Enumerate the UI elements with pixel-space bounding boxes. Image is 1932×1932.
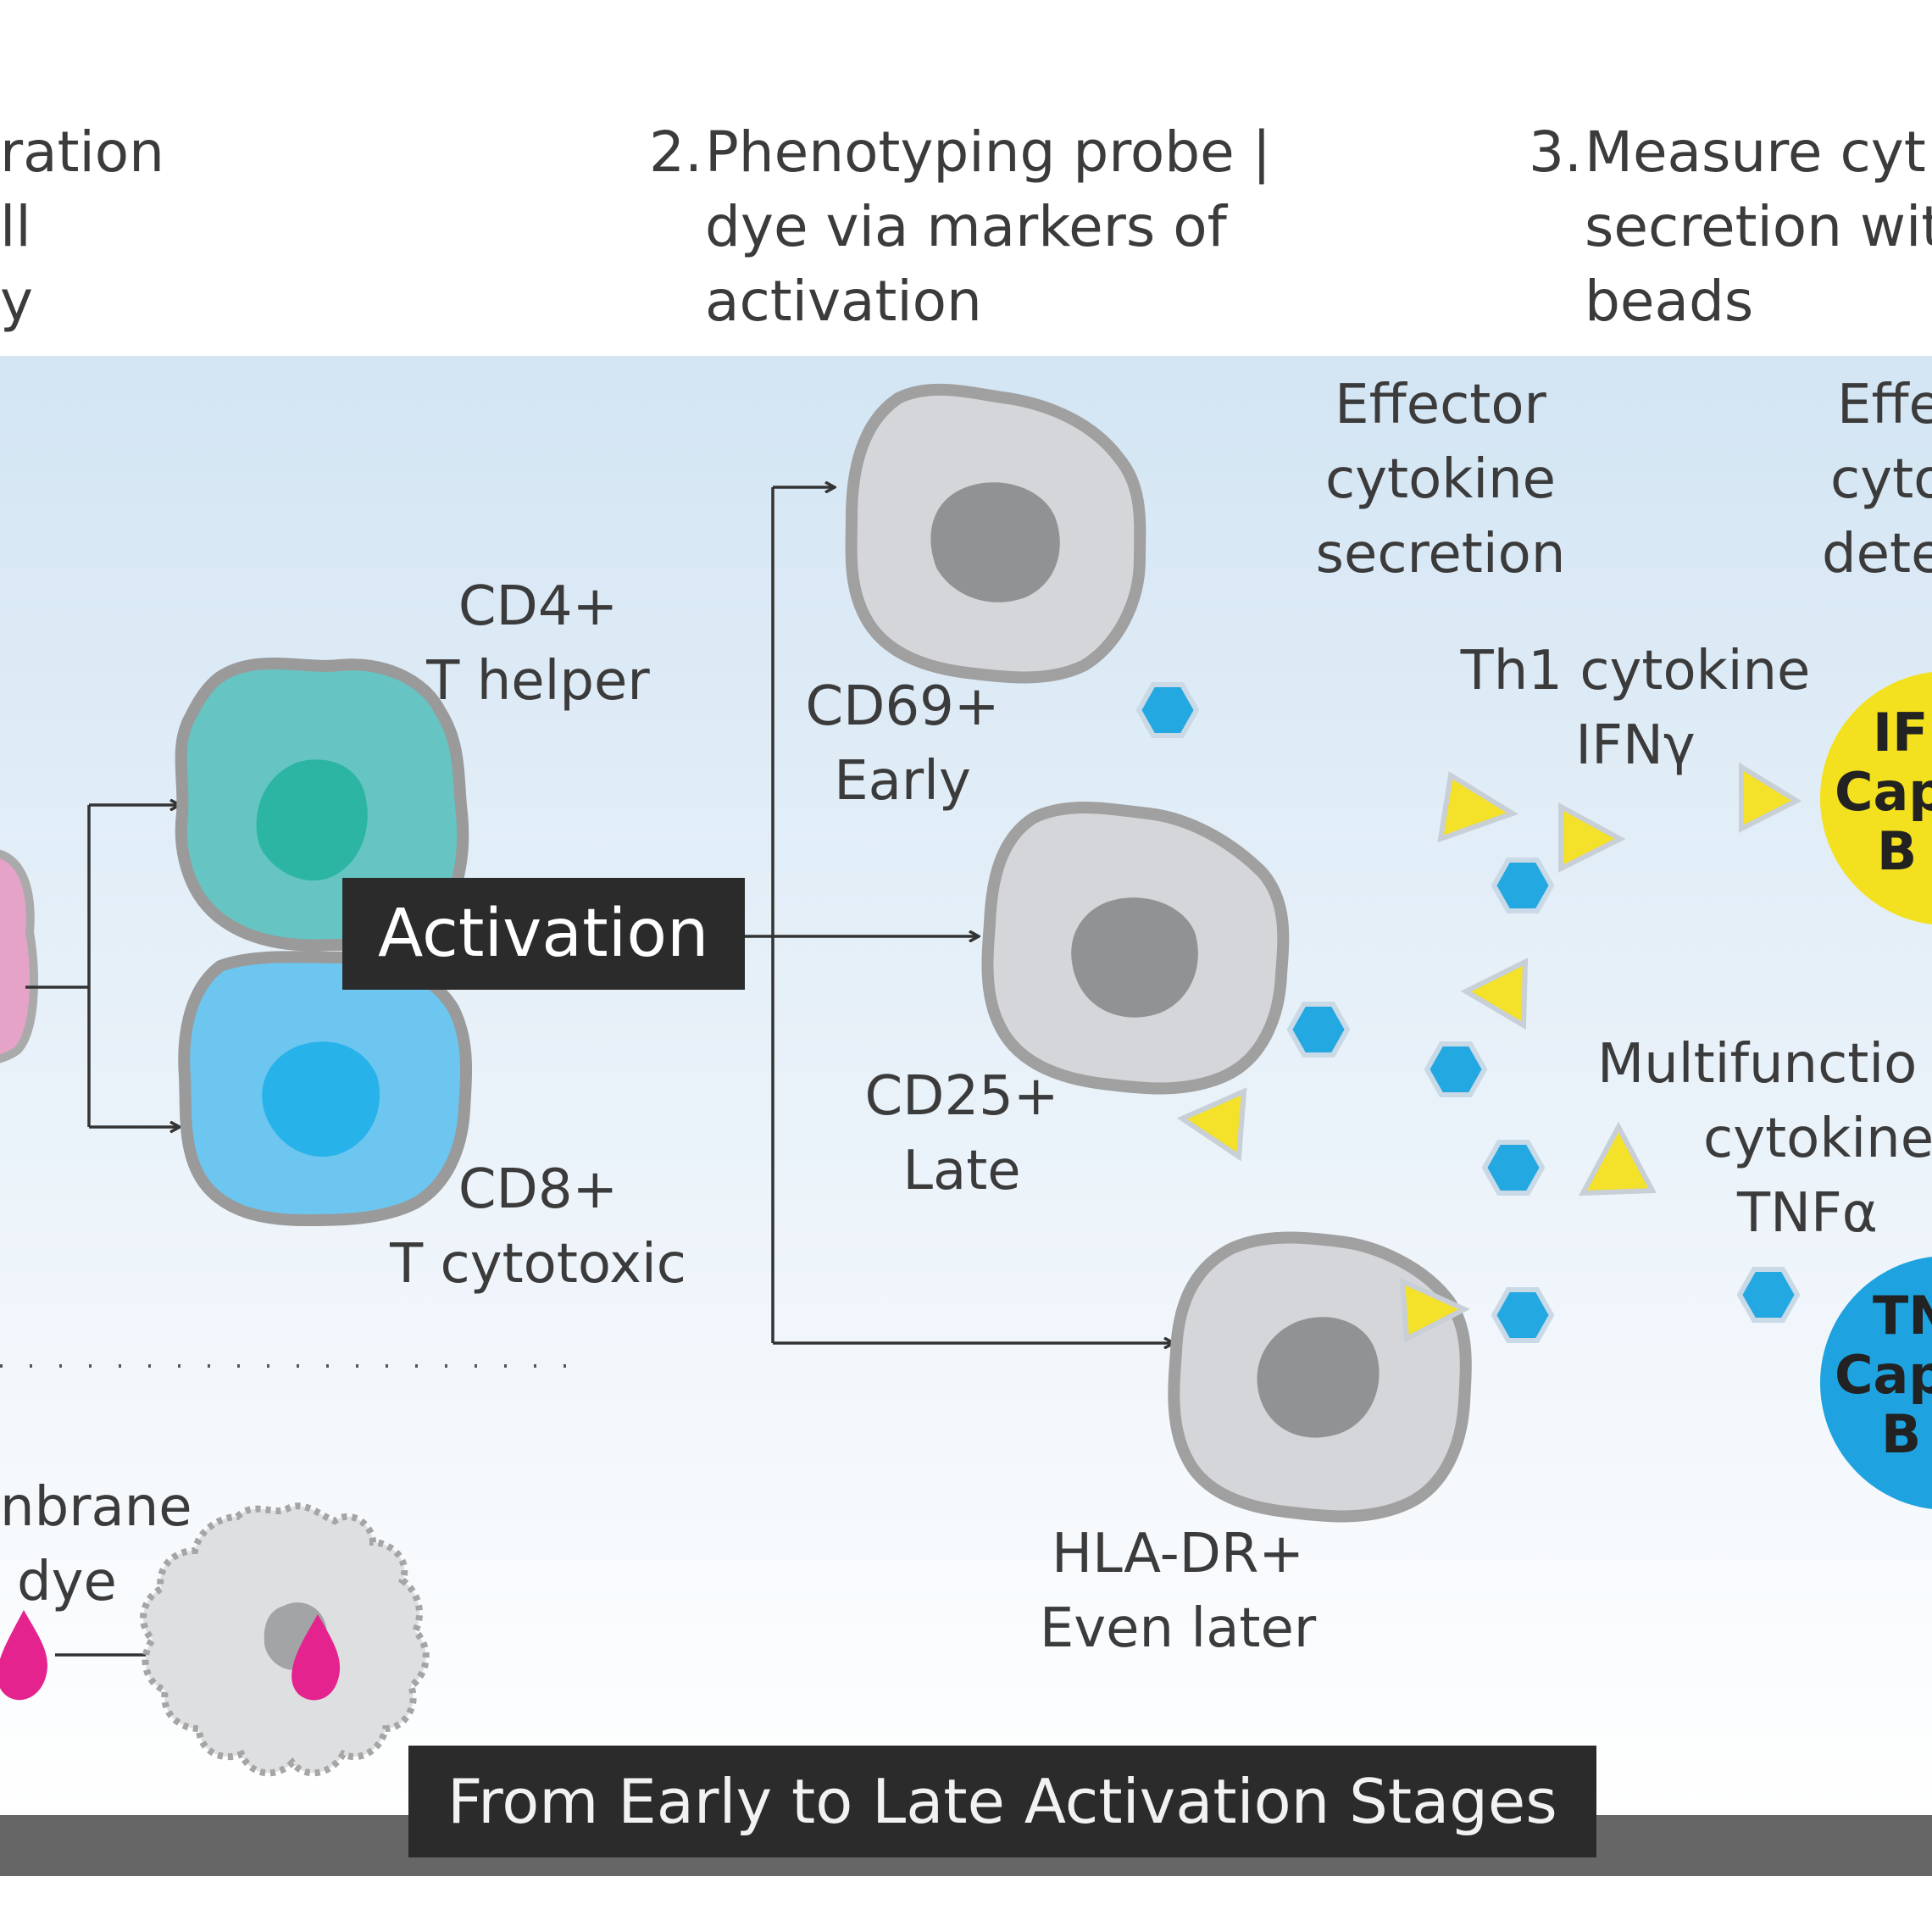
cd4-label: CD4+ T helper bbox=[398, 569, 678, 719]
cytokine-triangle bbox=[1739, 762, 1802, 833]
cytokine-hexagon bbox=[1286, 1002, 1351, 1058]
cd69-label-line-2: Early bbox=[834, 750, 971, 813]
membrane-dye-line-1: nbrane bbox=[0, 1476, 192, 1539]
tnf-bead-label: TN Cap B bbox=[1835, 1286, 1932, 1464]
cytokine-triangle bbox=[1399, 1277, 1470, 1343]
cd8-label-line-1: CD8+ bbox=[458, 1158, 619, 1221]
tnf-bead-line-1: TN bbox=[1873, 1285, 1932, 1346]
multifunction-line-2: cytokine bbox=[1703, 1108, 1932, 1170]
ifn-bead-line-1: IF bbox=[1873, 702, 1929, 763]
tnf-capture-bead bbox=[1820, 1257, 1932, 1509]
th1-line-2: IFNγ bbox=[1575, 714, 1696, 777]
dye-drop-icon bbox=[291, 1614, 341, 1701]
multifunction-line-3: TNFα bbox=[1737, 1182, 1878, 1245]
th1-line-1: Th1 cytokine bbox=[1460, 640, 1811, 702]
pink-cell bbox=[0, 849, 38, 1063]
step-2-line-2: dye via markers of bbox=[705, 194, 1227, 259]
step-3-line-1: Measure cyt bbox=[1585, 119, 1926, 185]
cytokine-hexagon bbox=[1424, 1041, 1488, 1097]
bottom-banner: From Early to Late Activation Stages bbox=[408, 1746, 1596, 1857]
activation-label: Activation bbox=[342, 878, 745, 990]
step-3-heading: Measure cyt secretion wit beads bbox=[1585, 115, 1932, 339]
ifn-bead-label: IF Cap B bbox=[1835, 703, 1932, 881]
cd25-late-cell bbox=[981, 802, 1290, 1095]
cd69-label: CD69+ Early bbox=[780, 669, 1025, 819]
step-2-number: 2. bbox=[649, 119, 702, 185]
hla-dr-cell bbox=[1168, 1231, 1472, 1523]
effector-detection-line-1: Effe bbox=[1837, 374, 1932, 436]
cytokine-triangle bbox=[1176, 1087, 1247, 1162]
cytokine-triangle bbox=[1437, 771, 1518, 843]
membrane-dye-illustration bbox=[0, 1502, 430, 1777]
cd4-label-line-1: CD4+ bbox=[458, 575, 619, 638]
step-1-line-2: ll bbox=[0, 194, 31, 259]
hla-label-line-2: Even later bbox=[1039, 1597, 1317, 1660]
ifn-tnf-cytokines bbox=[1135, 682, 1802, 1343]
step-2-line-1: Phenotyping probe | bbox=[705, 119, 1271, 185]
ifn-capture-bead bbox=[1820, 672, 1932, 924]
split-arrows bbox=[25, 805, 180, 1127]
step-3-number: 3. bbox=[1529, 119, 1582, 185]
tnf-bead-line-2: Cap bbox=[1835, 1344, 1932, 1406]
cd69-label-line-1: CD69+ bbox=[805, 675, 1000, 738]
ifn-bead-line-2: Cap bbox=[1835, 761, 1932, 823]
th1-cytokine-label: Th1 cytokine IFNγ bbox=[1457, 634, 1813, 783]
effector-secretion-line-1: Effector bbox=[1335, 374, 1546, 436]
step-2-heading: Phenotyping probe | dye via markers of a… bbox=[705, 115, 1271, 339]
cytokine-hexagon bbox=[1135, 682, 1200, 738]
step-1-heading: ration ll y bbox=[0, 115, 164, 339]
cd8-t-cytotoxic-cell bbox=[178, 951, 473, 1227]
hla-label-line-1: HLA-DR+ bbox=[1051, 1523, 1305, 1585]
ifn-bead-line-3: B bbox=[1877, 820, 1918, 882]
effector-secretion-label: Effector cytokine secretion bbox=[1296, 368, 1585, 591]
membrane-dye-label: nbrane dye bbox=[0, 1470, 192, 1619]
effector-detection-label: Effe cyto dete bbox=[1822, 368, 1932, 591]
cytokine-triangle bbox=[1460, 958, 1529, 1030]
tnf-bead-line-3: B bbox=[1881, 1403, 1922, 1465]
effector-detection-line-2: cyto bbox=[1830, 448, 1932, 511]
step-3-line-3: beads bbox=[1585, 269, 1754, 334]
cytokine-hexagon bbox=[1491, 1287, 1555, 1343]
effector-detection-line-3: dete bbox=[1822, 523, 1932, 586]
multifunction-cytokine-label: Multifunctio cytokine TNFα bbox=[1597, 1027, 1932, 1251]
step-3-line-2: secretion wit bbox=[1585, 194, 1932, 259]
step-1-line-1: ration bbox=[0, 119, 165, 185]
cd69-early-cell bbox=[845, 383, 1146, 684]
cd4-label-line-2: T helper bbox=[426, 650, 650, 713]
effector-secretion-line-2: cytokine bbox=[1324, 448, 1557, 511]
cd8-label-line-2: T cytotoxic bbox=[390, 1233, 686, 1296]
dye-drop-icon bbox=[0, 1610, 47, 1701]
activation-arrows bbox=[729, 487, 1174, 1343]
membrane-dye-line-2: dye bbox=[17, 1551, 117, 1613]
cd25-label-line-1: CD25+ bbox=[864, 1065, 1059, 1128]
cd25-label: CD25+ Late bbox=[843, 1059, 1080, 1208]
step-1-line-3: y bbox=[0, 269, 34, 334]
cytokine-hexagon bbox=[1481, 1140, 1546, 1196]
cytokine-hexagon bbox=[1736, 1267, 1801, 1323]
cytokine-triangle bbox=[1578, 1121, 1657, 1196]
step-2-line-3: activation bbox=[705, 269, 982, 334]
cytokine-hexagon bbox=[1491, 858, 1555, 913]
cd25-label-line-2: Late bbox=[902, 1140, 1021, 1202]
cytokine-triangle bbox=[1558, 802, 1626, 873]
hla-label: HLA-DR+ Even later bbox=[1017, 1517, 1339, 1666]
effector-secretion-line-3: secretion bbox=[1315, 523, 1566, 586]
cd4-t-helper-cell bbox=[175, 658, 469, 952]
multifunction-line-1: Multifunctio bbox=[1597, 1033, 1918, 1096]
cd8-label: CD8+ T cytotoxic bbox=[373, 1152, 703, 1302]
